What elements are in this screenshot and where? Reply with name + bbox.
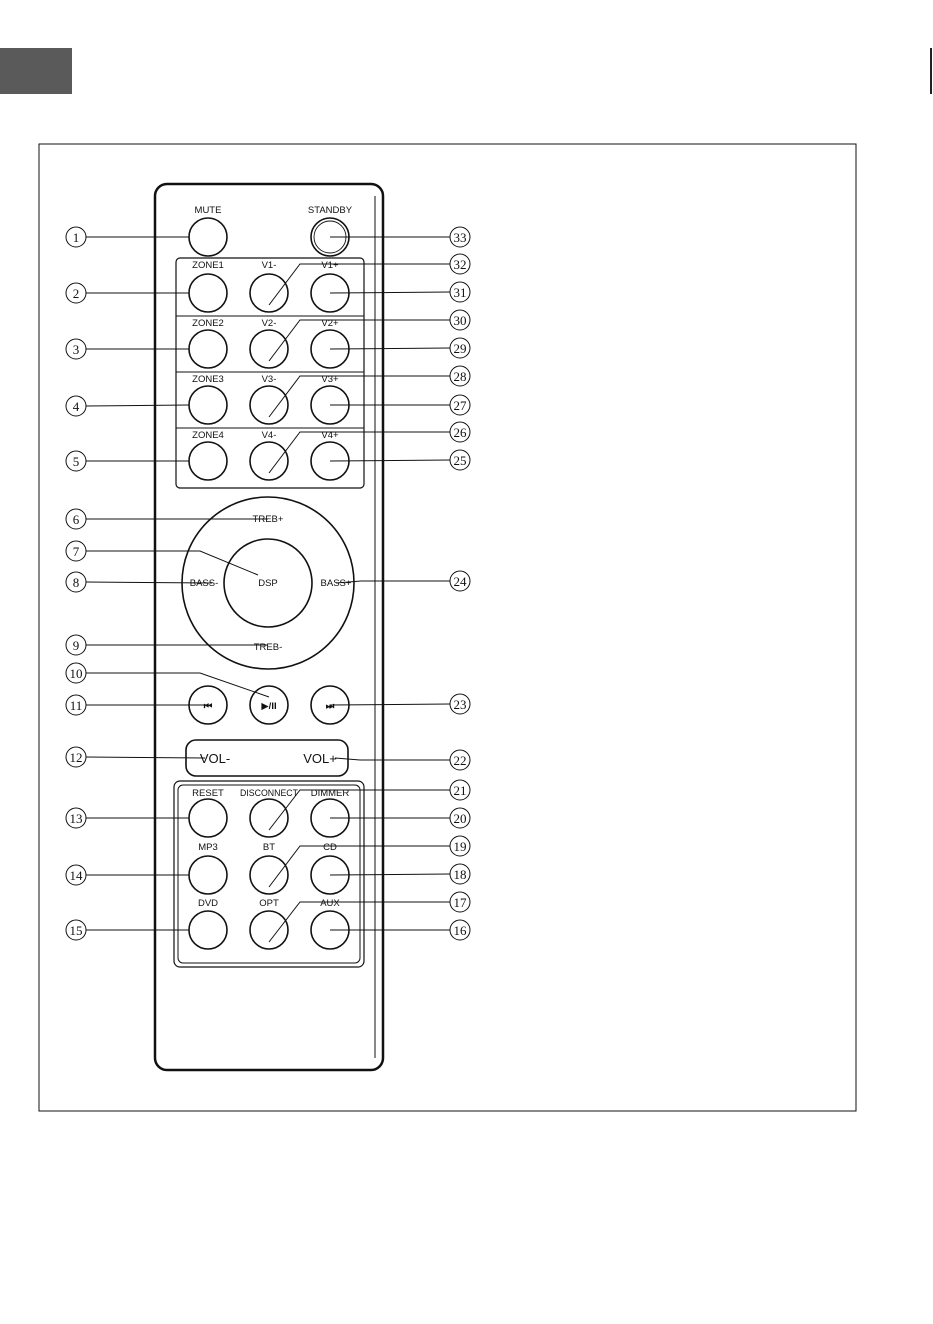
v2-minus-label: V2- — [262, 318, 277, 329]
callout-number-2: 2 — [73, 286, 80, 301]
callout-number-15: 15 — [70, 923, 83, 938]
callout-number-3: 3 — [73, 342, 80, 357]
callout-number-21: 21 — [454, 783, 467, 798]
play-pause-icon: ▶/II — [261, 701, 276, 712]
bt-label: BT — [263, 842, 275, 853]
callout-number-18: 18 — [454, 867, 467, 882]
bass-minus-label: BASS- — [190, 578, 219, 589]
callout-number-27: 27 — [454, 398, 468, 413]
zone3-label: ZONE3 — [192, 374, 224, 385]
prev-icon: ⏮ — [204, 701, 213, 712]
callout-number-7: 7 — [73, 544, 80, 559]
callout-number-23: 23 — [454, 697, 467, 712]
reset-label: RESET — [192, 788, 224, 799]
opt-button[interactable] — [250, 911, 288, 949]
aux-label: AUX — [320, 898, 340, 909]
callout-number-1: 1 — [73, 230, 80, 245]
callout-number-20: 20 — [454, 811, 467, 826]
callout-number-6: 6 — [73, 512, 80, 527]
zone1-button[interactable] — [189, 274, 227, 312]
disconnect-button[interactable] — [250, 799, 288, 837]
mute-label: MUTE — [195, 205, 222, 216]
mp3-label: MP3 — [198, 842, 218, 853]
callout-number-16: 16 — [454, 923, 468, 938]
callout-number-28: 28 — [454, 369, 467, 384]
callout-number-11: 11 — [70, 698, 83, 713]
disconnect-label: DISCONNECT — [240, 788, 298, 799]
dsp-label: DSP — [258, 578, 278, 589]
reset-button[interactable] — [189, 799, 227, 837]
callout-number-9: 9 — [73, 638, 80, 653]
dvd-button[interactable] — [189, 911, 227, 949]
callout-number-30: 30 — [454, 313, 467, 328]
v2-minus-button[interactable] — [250, 330, 288, 368]
callout-number-13: 13 — [70, 811, 83, 826]
v1-minus-label: V1- — [262, 260, 277, 271]
callout-number-33: 33 — [454, 230, 467, 245]
opt-label: OPT — [259, 898, 279, 909]
callout-number-29: 29 — [454, 341, 467, 356]
zone2-label: ZONE2 — [192, 318, 224, 329]
bass-plus-label: BASS+ — [321, 578, 352, 589]
callout-number-31: 31 — [454, 285, 467, 300]
v1-minus-button[interactable] — [250, 274, 288, 312]
v4-minus-button[interactable] — [250, 442, 288, 480]
mute-button[interactable] — [189, 218, 227, 256]
v3-minus-button[interactable] — [250, 386, 288, 424]
v3-minus-label: V3- — [262, 374, 277, 385]
callout-number-5: 5 — [73, 454, 80, 469]
cd-label: CD — [323, 842, 337, 853]
standby-label: STANDBY — [308, 205, 353, 216]
v1-plus-label: V1+ — [321, 260, 339, 271]
callout-number-22: 22 — [454, 753, 467, 768]
callout-number-19: 19 — [454, 839, 467, 854]
callout-number-4: 4 — [73, 399, 80, 414]
next-icon: ⏭ — [326, 701, 335, 712]
callout-number-17: 17 — [454, 895, 468, 910]
zone2-button[interactable] — [189, 330, 227, 368]
callout-number-32: 32 — [454, 257, 467, 272]
zone1-label: ZONE1 — [192, 260, 224, 271]
v4-minus-label: V4- — [262, 430, 277, 441]
mp3-button[interactable] — [189, 856, 227, 894]
zone4-label: ZONE4 — [192, 430, 224, 441]
vol-minus-label: VOL- — [200, 751, 230, 766]
vol-plus-label: VOL+ — [303, 751, 337, 766]
callout-number-14: 14 — [70, 868, 84, 883]
treb-minus-label: TREB- — [254, 642, 283, 653]
callout-number-26: 26 — [454, 425, 468, 440]
zone4-button[interactable] — [189, 442, 227, 480]
callout-number-25: 25 — [454, 453, 467, 468]
bt-button[interactable] — [250, 856, 288, 894]
callout-number-12: 12 — [70, 750, 83, 765]
zone3-button[interactable] — [189, 386, 227, 424]
callout-number-8: 8 — [73, 575, 80, 590]
callout-number-24: 24 — [454, 574, 468, 589]
dvd-label: DVD — [198, 898, 218, 909]
callout-number-10: 10 — [70, 666, 83, 681]
